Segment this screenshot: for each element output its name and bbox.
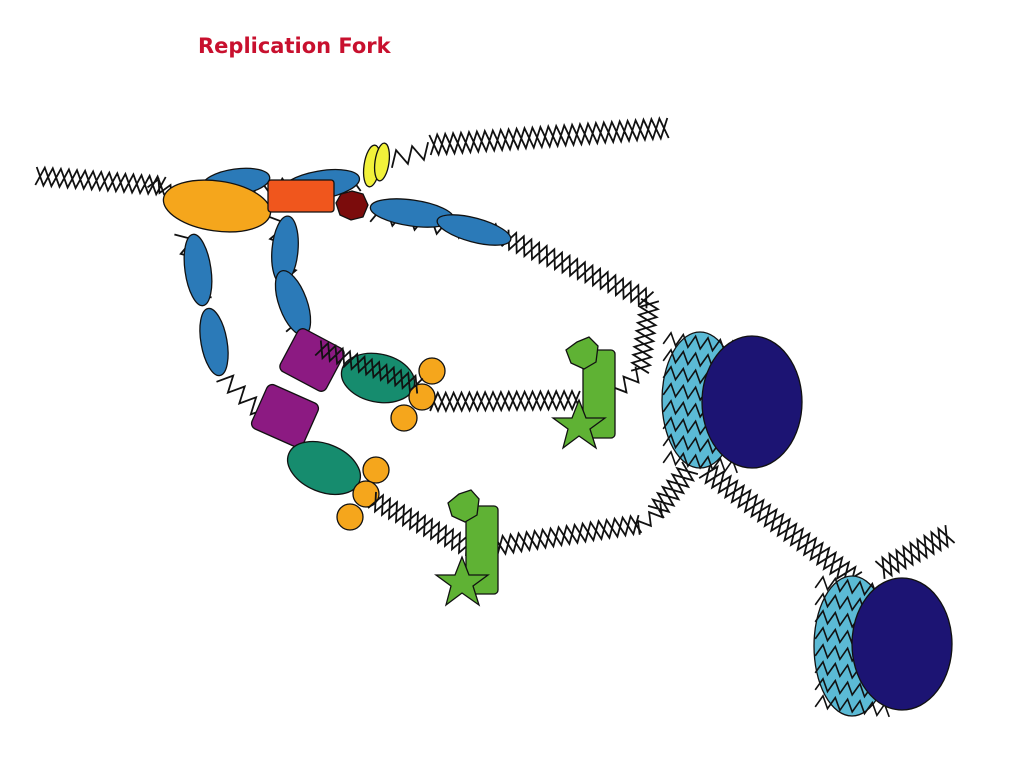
orange-beads [336,357,446,531]
histone-chaperone [434,336,616,607]
sliding-clamp-ovals [286,352,416,496]
nucleosome [813,575,953,718]
diagram-title: Replication Fork [198,34,391,58]
nucleosome [661,331,803,474]
lagging-strand-front [314,340,475,557]
topoisomerase-hexagon [335,190,369,221]
helicase-oval [162,179,272,233]
clamp-loader-boxes [250,328,345,449]
lagging-strand-dna [174,229,664,556]
primase-box [267,179,335,213]
ssb-proteins [362,142,391,188]
nucleosome-linker-dna [647,461,956,589]
parental-dna [34,165,184,201]
